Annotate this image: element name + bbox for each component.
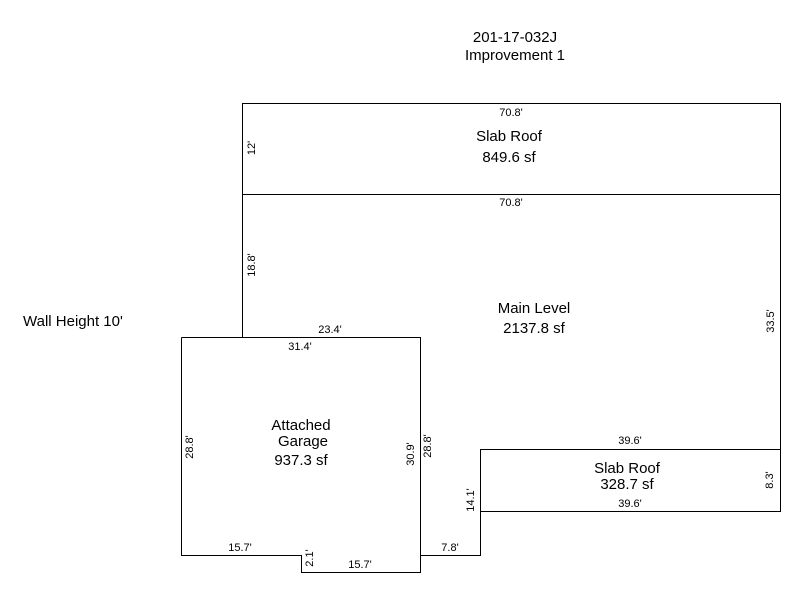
area-size: 937.3 sf	[274, 452, 328, 469]
garage-outline	[181, 337, 421, 573]
dim-label: 28.8'	[422, 434, 434, 458]
slab-roof-top-outline	[242, 103, 781, 195]
dim-label: 39.6'	[618, 435, 642, 447]
slab-roof-right-outline	[480, 449, 781, 512]
dim-label: 15.7'	[228, 542, 252, 554]
parcel-id: 201-17-032J	[473, 29, 557, 46]
dim-label: 14.1'	[465, 488, 477, 512]
improvement-title: Improvement 1	[465, 47, 565, 64]
dim-label: 30.9'	[405, 442, 417, 466]
dim-label: 18.8'	[246, 253, 258, 277]
dim-label: 7.8'	[441, 542, 458, 554]
area-name: Garage	[278, 433, 328, 450]
dim-label: 70.8'	[499, 197, 523, 209]
dim-label: 28.8'	[184, 435, 196, 459]
area-name: Main Level	[498, 300, 571, 317]
dim-label: 2.1'	[304, 549, 316, 566]
dim-label: 31.4'	[288, 341, 312, 353]
dim-label: 8.3'	[764, 471, 776, 488]
area-name: Attached	[271, 417, 330, 434]
area-name: Slab Roof	[476, 128, 543, 145]
area-size: 2137.8 sf	[503, 320, 566, 337]
dim-label: 70.8'	[499, 107, 523, 119]
area-name: Slab Roof	[594, 460, 661, 477]
outlines	[181, 103, 781, 573]
dim-label: 12'	[246, 141, 258, 155]
dim-label: 39.6'	[618, 498, 642, 510]
dim-label: 23.4'	[318, 324, 342, 336]
dim-label: 15.7'	[348, 559, 372, 571]
area-size: 328.7 sf	[600, 476, 654, 493]
area-size: 849.6 sf	[482, 149, 536, 166]
dim-label: 33.5'	[765, 309, 777, 333]
wall-height-label: Wall Height 10'	[23, 313, 123, 330]
